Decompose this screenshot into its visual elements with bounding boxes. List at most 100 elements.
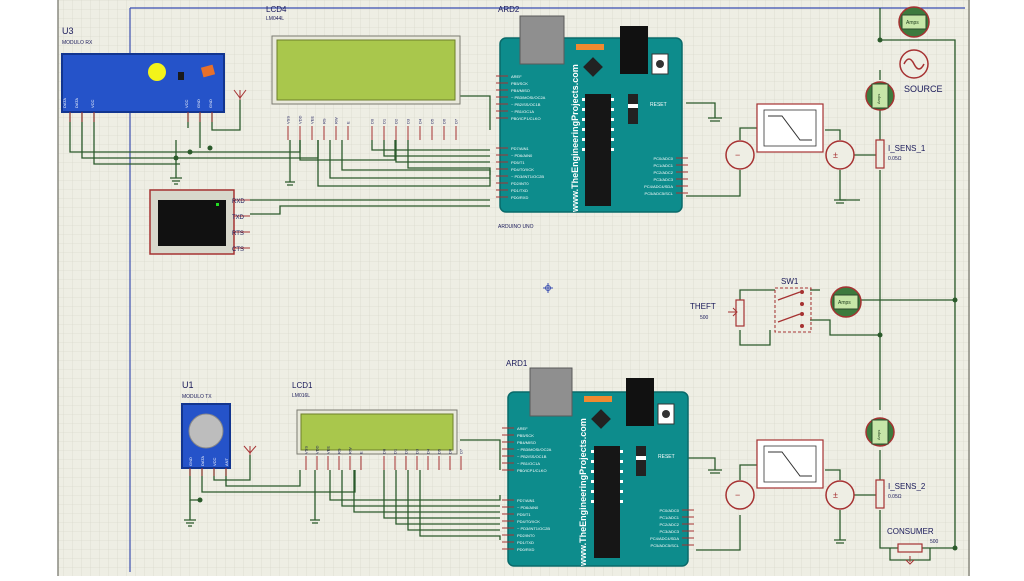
lcd1-ref: LCD1	[292, 381, 313, 390]
pin-label: PD1/TXD	[511, 188, 528, 193]
pin-label: D1	[382, 118, 387, 124]
pin-label: RW	[348, 447, 353, 454]
plus-minus-icon: ±	[833, 490, 838, 500]
pin-label: ~ PB3/MOSI/OC2A	[517, 447, 552, 452]
source-label: SOURCE	[904, 84, 943, 94]
pin-label: D5	[437, 448, 442, 454]
minus-icon: −	[735, 150, 740, 160]
ac-source[interactable]: SOURCE	[899, 49, 943, 94]
pin-label: PC0/ADC0	[659, 508, 679, 513]
pin-label: D7	[459, 448, 464, 454]
pin-label: PB0/ICP1/CLKO	[517, 468, 547, 473]
ard2-caption: ARDUINO UNO	[498, 224, 534, 230]
pin-label: ~ PD3/INT1/OC2B	[517, 526, 550, 531]
pin-label: PB0/ICP1/CLKO	[511, 116, 541, 121]
switch-sw1[interactable]: SW1	[774, 277, 812, 333]
minus-icon: −	[735, 490, 740, 500]
pin-label: PD5/T1	[517, 512, 531, 517]
pin-label: VEE	[310, 116, 315, 124]
ammeter-top[interactable]: Amps	[898, 6, 930, 38]
pin-label: VDD	[298, 115, 303, 124]
current-sensor-2[interactable]: − ±	[725, 439, 855, 510]
pin-label: ~ PB3/MOSI/OC2A	[511, 95, 546, 100]
pin-label: D4	[426, 448, 431, 454]
pin-label: D6	[448, 448, 453, 454]
pin-label: ~ PB2/SS/OC1B	[511, 102, 541, 107]
meter-label: Amps	[838, 300, 851, 306]
pin-label: PD2/INT0	[511, 181, 529, 186]
ammeter-consumer[interactable]: Amps	[865, 417, 895, 447]
current-sensor-1[interactable]: − ±	[725, 103, 855, 170]
pin-label: RS	[322, 118, 327, 124]
rx-module-pin-stubs	[69, 112, 213, 122]
lcd1-model: LM016L	[292, 393, 310, 399]
pin-label: PC3/ADC3	[659, 529, 679, 534]
pin-label: PD4/T0/XCK	[511, 167, 534, 172]
pin-label: PC0/ADC0	[653, 156, 673, 161]
pin-label: PD5/T1	[511, 160, 525, 165]
theft-ref: THEFT	[690, 302, 716, 311]
tx-pin-label: DATA	[200, 456, 205, 466]
tx-module-pin-labels: GND DATA VCC ANT	[188, 456, 229, 466]
meter-label: Amps	[906, 20, 919, 26]
pin-label: PD4/T0/XCK	[517, 519, 540, 524]
ground-symbols	[170, 117, 846, 544]
pin-label: PC1/ADC1	[659, 515, 679, 520]
theft-potentiometer[interactable]: THEFT 500	[690, 299, 745, 327]
tx-module-name: MODULO TX	[182, 394, 212, 400]
pin-label: VSS	[286, 116, 291, 124]
consumer-load[interactable]: CONSUMER 500	[887, 527, 939, 565]
plus-minus-icon: ±	[833, 150, 838, 160]
rx-pin-label: DATA	[62, 98, 67, 108]
i-sens-2-ref: I_SENS_2	[888, 482, 926, 491]
rx-module-name: MODULO RX	[62, 40, 93, 46]
pin-label: PB5/SCK	[517, 433, 534, 438]
tx-module[interactable]: GND DATA VCC ANT U1 MODULO TX	[181, 380, 257, 476]
rx-pin-label: GND	[196, 99, 201, 108]
pin-label: E	[346, 121, 351, 124]
ammeter-theft[interactable]: Amps	[830, 286, 862, 318]
arduino-ard1[interactable]: www.TheEngineeringProjects.com RESET ARD…	[502, 359, 694, 567]
pin-label: RW	[334, 117, 339, 124]
pin-label: PB4/MISO	[511, 88, 530, 93]
shunt-resistor-2[interactable]: I_SENS_2 0.05Ω	[875, 479, 926, 509]
pin-label: D5	[430, 118, 435, 124]
pin-label: PC2/ADC2	[653, 170, 673, 175]
arduino-ard2[interactable]: www.TheEngineeringProjects.com RESET ARD…	[496, 5, 688, 230]
pin-label: ~ PD6/AIN0	[511, 153, 533, 158]
ard1-ref: ARD1	[506, 359, 528, 368]
rx-pin-label: VCC	[90, 99, 95, 108]
pin-label: ~ PD3/INT1/OC2B	[511, 174, 544, 179]
pin-label: PD0/RXD	[511, 195, 528, 200]
meter-label: Amps	[876, 94, 881, 104]
pin-label: D4	[418, 118, 423, 124]
sw1-ref: SW1	[781, 277, 799, 286]
ard2-site-text: www.TheEngineeringProjects.com	[570, 64, 580, 213]
pin-label: VDD	[315, 445, 320, 454]
wires	[69, 8, 956, 561]
pin-label: PC3/ADC3	[653, 177, 673, 182]
pin-label: PD7/AIN1	[517, 498, 536, 503]
ard1-chip-pins	[591, 450, 623, 503]
terminal-pin-label: RTS	[232, 231, 244, 237]
pin-label: PB4/MISO	[517, 440, 536, 445]
pin-label: D0	[382, 448, 387, 454]
pin-label: D2	[394, 118, 399, 124]
shunt-resistor-1[interactable]: I_SENS_1 0.05Ω	[875, 139, 926, 169]
rx-antenna-icon	[233, 89, 247, 100]
tx-pin-label: VCC	[212, 457, 217, 466]
theft-value: 500	[700, 315, 709, 321]
ammeter-source[interactable]: Amps	[865, 81, 895, 111]
terminal-pin-label: RXD	[232, 199, 245, 205]
pin-label: PC1/ADC1	[653, 163, 673, 168]
rx-module[interactable]: DATA DATA VCC VCC GND GND U3 MODULO RX	[61, 26, 247, 122]
pin-label: ~ PB1/OC1A	[517, 461, 540, 466]
i-sens-2-value: 0.05Ω	[888, 494, 902, 500]
